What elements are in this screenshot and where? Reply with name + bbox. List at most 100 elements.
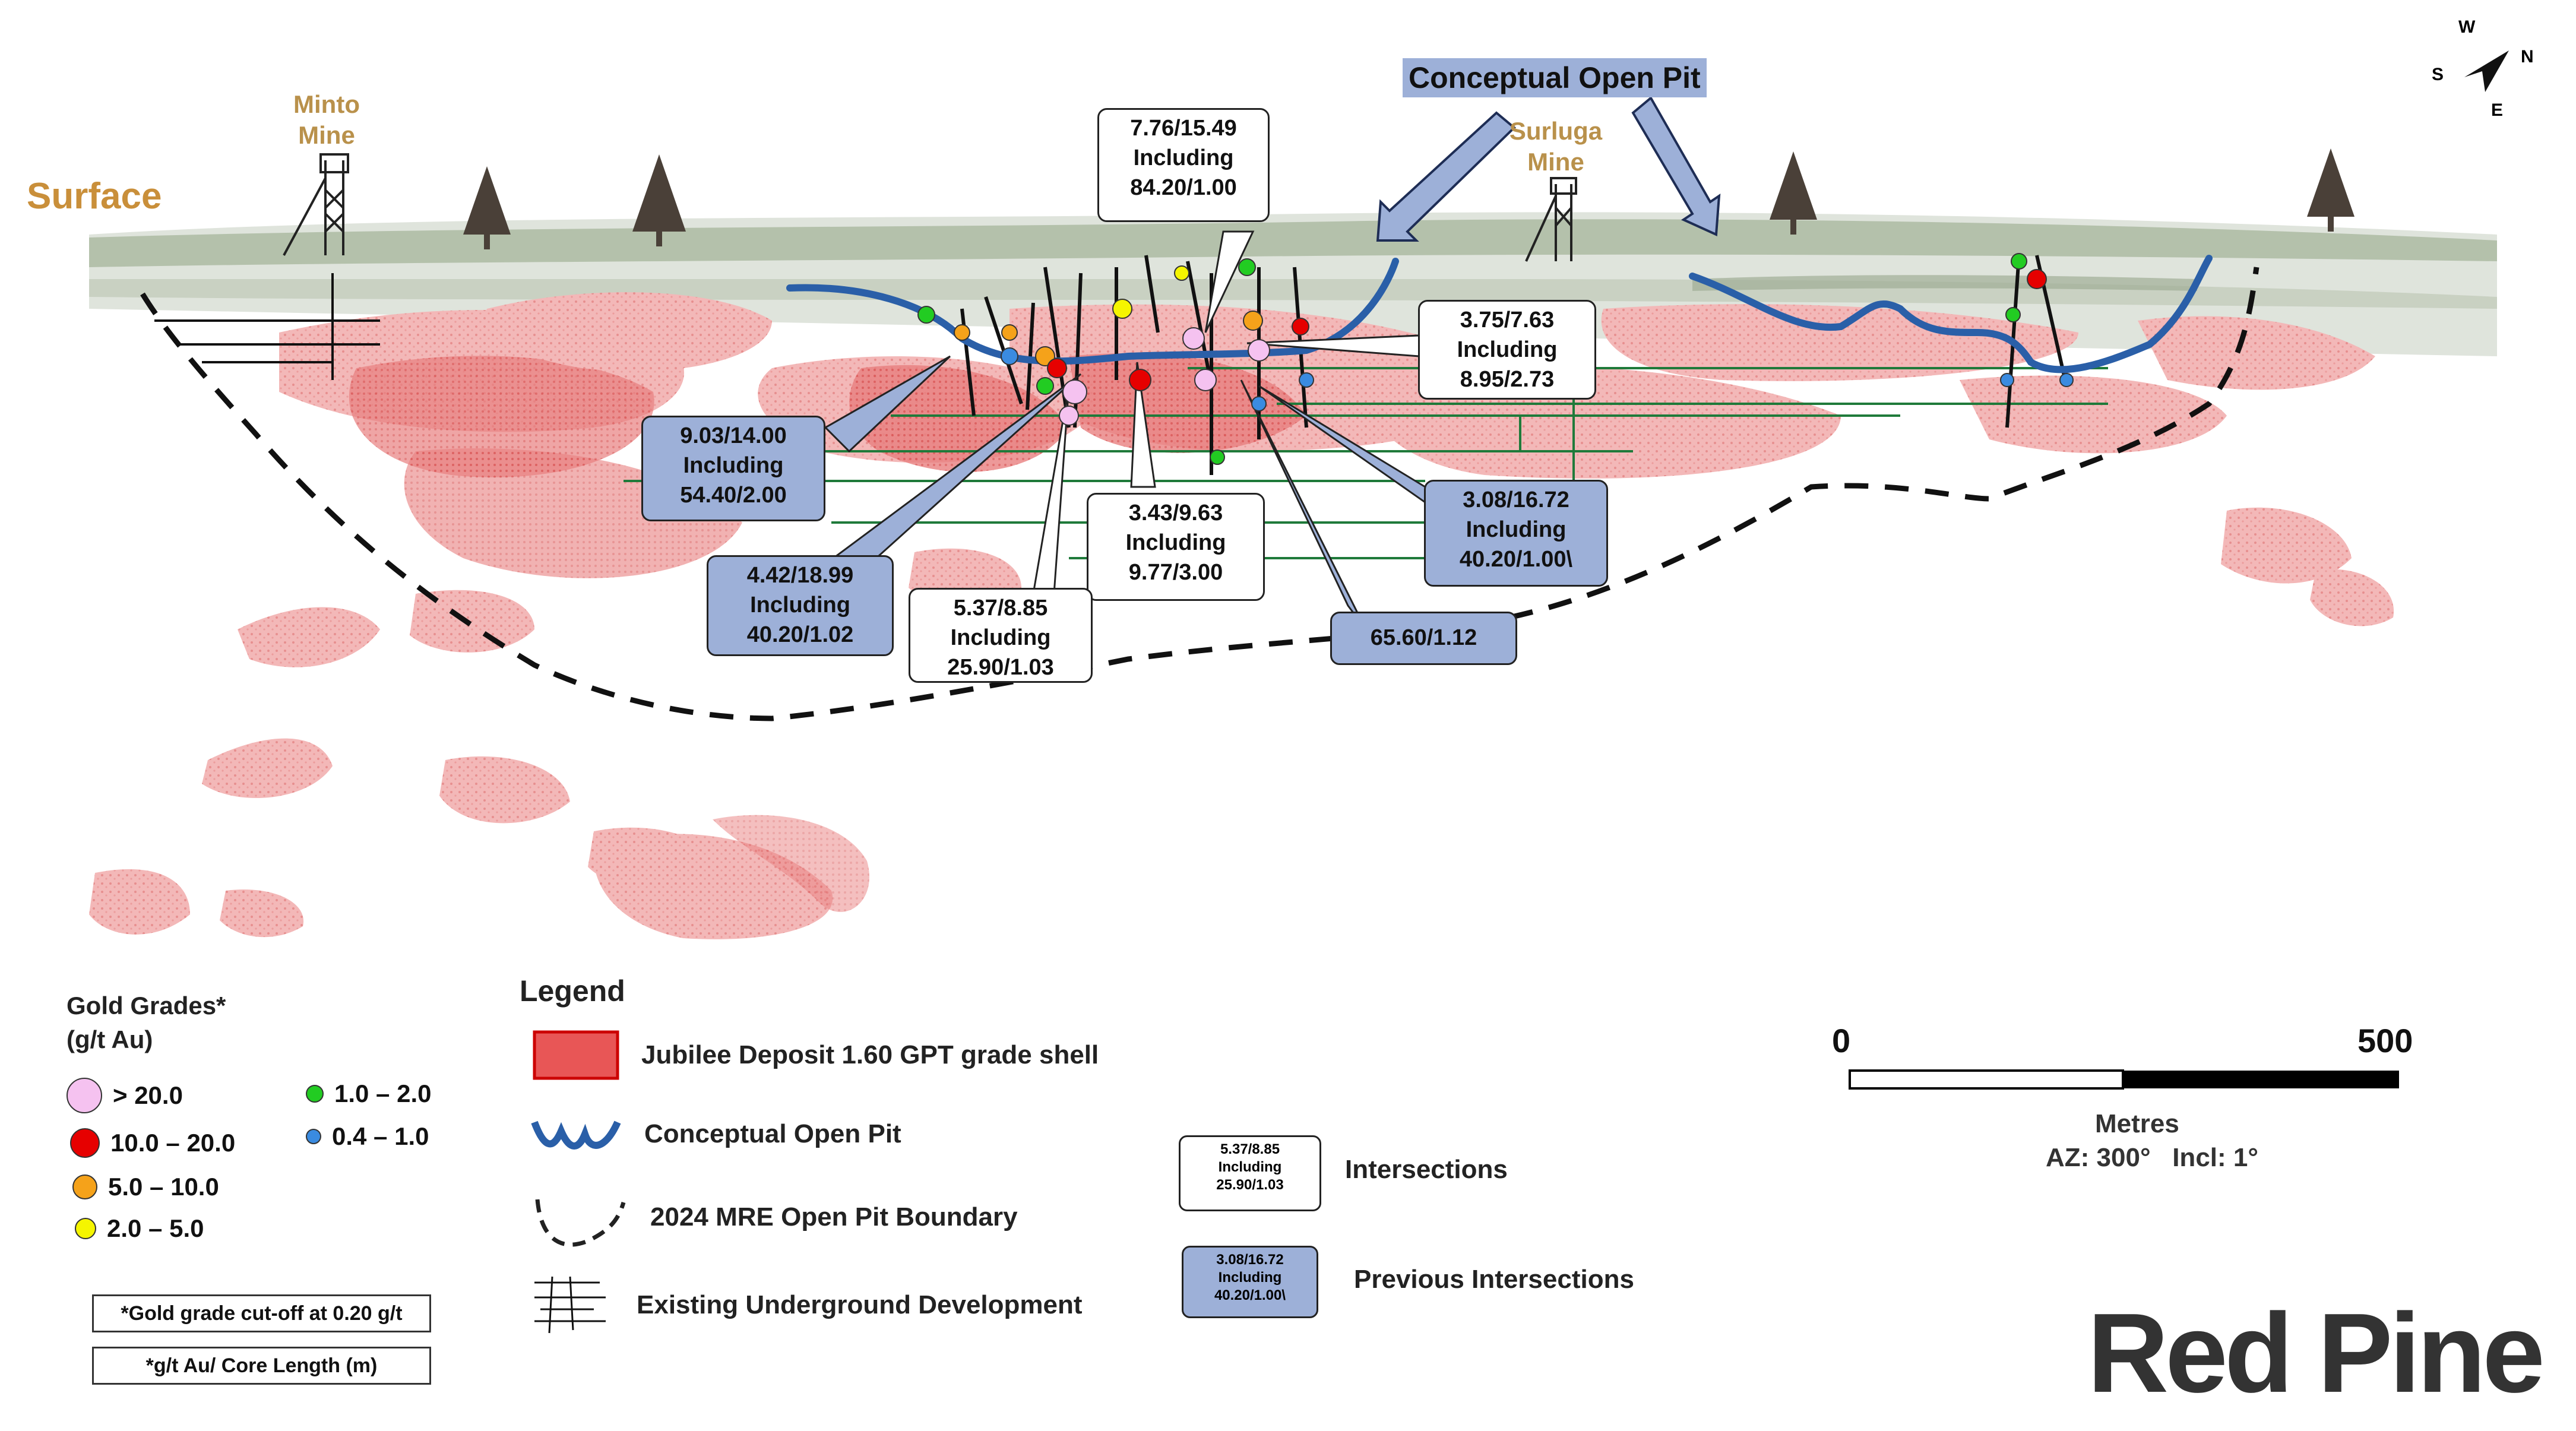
grade-legend-item: 2.0 – 5.0: [75, 1214, 204, 1243]
sample-line: 5.37/8.85: [1220, 1141, 1280, 1157]
orange-dot-icon: [72, 1174, 97, 1199]
yellow-dot-icon: [75, 1218, 96, 1239]
pit-line-swatch-icon: [531, 1120, 621, 1150]
underground-swatch-icon: [534, 1276, 606, 1334]
minto-label-line2: Mine: [298, 121, 355, 149]
legend-title: Legend: [520, 974, 625, 1008]
intersection-callout: 3.43/9.63 Including 9.77/3.00: [1087, 493, 1265, 601]
previous-intersection-callout: 4.42/18.99 Including 40.20/1.02: [707, 555, 894, 656]
units-note: *g/t Au/ Core Length (m): [92, 1347, 431, 1385]
callout-line: 40.20/1.00\: [1459, 547, 1573, 572]
grade-legend-item: 10.0 – 20.0: [70, 1128, 235, 1158]
boundary-swatch-icon: [535, 1199, 626, 1247]
callout-pointers: [1130, 230, 1420, 488]
grade-label: 0.4 – 1.0: [332, 1122, 429, 1150]
sample-line: 25.90/1.03: [1216, 1177, 1284, 1193]
legend-label-grade-shell: Jubilee Deposit 1.60 GPT grade shell: [641, 1040, 1099, 1069]
compass-letter-n: N: [2521, 47, 2534, 67]
grade-label: 5.0 – 10.0: [108, 1173, 219, 1201]
grade-legend-title: Gold Grades*: [67, 992, 226, 1020]
conceptual-open-pit-line: [786, 255, 2213, 373]
conceptual-open-pit-title: Conceptual Open Pit: [1403, 58, 1707, 97]
previous-intersection-callout: 65.60/1.12: [1330, 612, 1517, 665]
callout-line: Including: [1133, 145, 1234, 170]
scale-bar: [1849, 1069, 2399, 1090]
orientation-label: AZ: 300° Incl: 1°: [2046, 1143, 2258, 1172]
callout-line: 25.90/1.03: [947, 655, 1054, 680]
grade-legend-item: 5.0 – 10.0: [72, 1173, 219, 1201]
callout-line: Including: [683, 453, 784, 478]
intercept-markers: [917, 253, 2074, 465]
legend-label-underground: Existing Underground Development: [637, 1290, 1083, 1319]
intersection-callout: 5.37/8.85 Including 25.90/1.03: [909, 588, 1093, 683]
callout-line: 3.75/7.63: [1460, 308, 1555, 333]
callout-line: 9.77/3.00: [1128, 560, 1223, 585]
callout-line: 5.37/8.85: [953, 596, 1048, 620]
grade-legend-unit: (g/t Au): [67, 1025, 153, 1053]
previous-intersection-callout: 9.03/14.00 Including 54.40/2.00: [641, 416, 825, 521]
callout-line: 84.20/1.00: [1130, 175, 1237, 200]
legend-label-intersections: Intersections: [1345, 1155, 1508, 1184]
intersection-callout: 3.75/7.63 Including 8.95/2.73: [1418, 300, 1596, 400]
minto-headframe-icon: [283, 153, 349, 256]
callout-line: 54.40/2.00: [680, 483, 787, 508]
callout-line: 8.95/2.73: [1460, 367, 1555, 392]
sample-line: 40.20/1.00\: [1214, 1287, 1286, 1303]
compass-icon: W N E S: [2432, 17, 2534, 120]
brand-name: Red Pine: [2087, 1290, 2545, 1416]
tree-icons: [463, 148, 2355, 249]
callout-line: Including: [1457, 337, 1558, 362]
previous-intersection-sample-icon: 3.08/16.72 Including 40.20/1.00\: [1182, 1246, 1318, 1318]
minto-label-line1: Minto: [293, 90, 360, 118]
surluga-mine-label: Surluga Mine: [1502, 116, 1609, 178]
callout-line: 7.76/15.49: [1130, 116, 1237, 141]
blue-dot-icon: [306, 1129, 321, 1144]
callout-line: Including: [1466, 517, 1567, 542]
grade-shell-bodies: [89, 292, 2394, 939]
pit-label-arrows: [1376, 96, 1721, 242]
surface-label: Surface: [27, 176, 162, 217]
callout-line: Including: [950, 625, 1051, 650]
callout-line: 4.42/18.99: [746, 563, 854, 588]
legend-label-previous-intersections: Previous Intersections: [1354, 1265, 1634, 1294]
callout-line: 65.60/1.12: [1370, 625, 1477, 650]
grade-legend-item: 1.0 – 2.0: [306, 1079, 431, 1108]
grade-label: 10.0 – 20.0: [110, 1129, 236, 1157]
surluga-label-line1: Surluga: [1509, 117, 1603, 145]
sample-line: Including: [1218, 1159, 1282, 1175]
grade-label: 1.0 – 2.0: [334, 1079, 432, 1107]
sample-line: Including: [1218, 1269, 1282, 1286]
intersection-sample-icon: 5.37/8.85 Including 25.90/1.03: [1179, 1135, 1321, 1211]
grade-label: > 20.0: [113, 1081, 183, 1109]
mre-open-pit-boundary: [140, 267, 2259, 721]
callout-line: Including: [1125, 530, 1226, 555]
legend-label-boundary: 2024 MRE Open Pit Boundary: [650, 1202, 1018, 1231]
legend-label-pit: Conceptual Open Pit: [644, 1119, 901, 1148]
compass-letter-s: S: [2432, 65, 2444, 84]
intersection-callout: 7.76/15.49 Including 84.20/1.00: [1097, 108, 1270, 222]
grade-legend-item: > 20.0: [67, 1078, 183, 1113]
compass-letter-e: E: [2491, 100, 2503, 120]
prev-callout-pointers: [824, 355, 1438, 630]
surluga-headframe-icon: [1525, 177, 1577, 262]
sample-line: 3.08/16.72: [1216, 1252, 1284, 1268]
minto-mine-label: Minto Mine: [288, 89, 365, 151]
pink-dot-icon: [67, 1078, 102, 1113]
callout-line: 3.08/16.72: [1463, 487, 1569, 512]
scale-end-label: 500: [2357, 1022, 2413, 1059]
grade-shell-swatch-icon: [533, 1030, 619, 1080]
scale-start-label: 0: [1832, 1022, 1851, 1059]
callout-line: Including: [750, 593, 850, 618]
surluga-label-line2: Mine: [1527, 148, 1584, 176]
callout-line: 9.03/14.00: [680, 423, 787, 448]
red-dot-icon: [70, 1128, 100, 1158]
scale-unit-label: Metres: [2095, 1109, 2179, 1138]
callout-line: 3.43/9.63: [1128, 501, 1223, 525]
red-pine-logo: Red Pine: [2087, 1288, 2545, 1418]
grade-legend-item: 0.4 – 1.0: [306, 1122, 429, 1151]
green-dot-icon: [306, 1085, 324, 1103]
grade-label: 2.0 – 5.0: [107, 1214, 204, 1242]
minto-underground-workings: [154, 273, 380, 380]
previous-intersection-callout: 3.08/16.72 Including 40.20/1.00\: [1424, 480, 1608, 587]
